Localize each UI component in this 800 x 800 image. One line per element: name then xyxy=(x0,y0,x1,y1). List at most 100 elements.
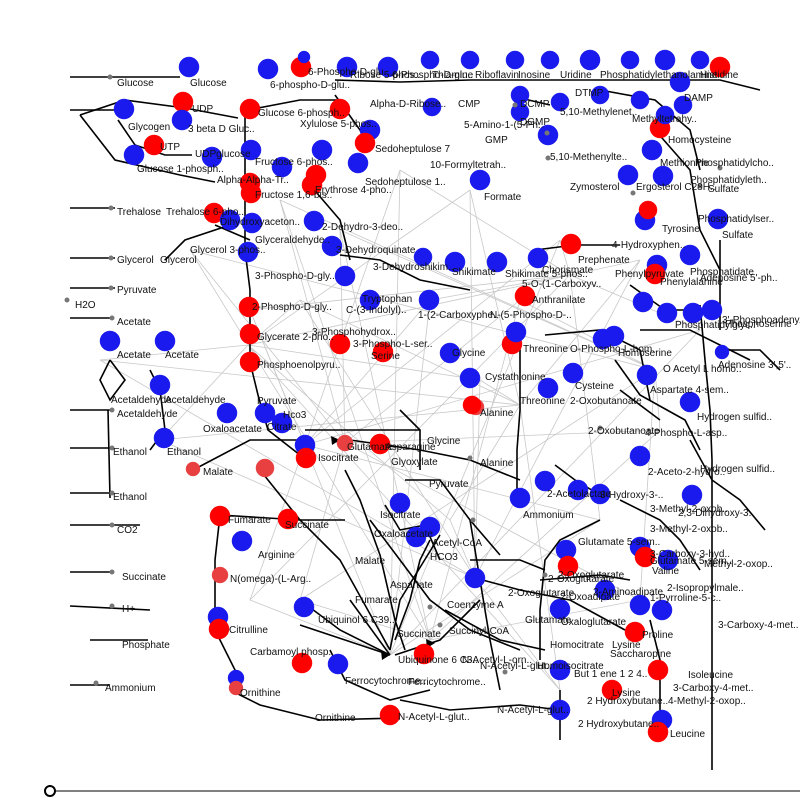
metabolite-node[interactable] xyxy=(654,49,676,71)
metabolite-node[interactable] xyxy=(271,412,293,434)
metabolite-node[interactable] xyxy=(336,56,358,78)
metabolite-node[interactable] xyxy=(657,549,679,571)
metabolite-node[interactable] xyxy=(459,367,481,389)
metabolite-node[interactable] xyxy=(321,235,343,257)
metabolite-node[interactable] xyxy=(444,251,466,273)
metabolite-node[interactable] xyxy=(413,247,433,267)
metabolite-node[interactable] xyxy=(171,109,193,131)
metabolite-node[interactable] xyxy=(379,704,401,726)
metabolite-node[interactable] xyxy=(707,208,729,230)
metabolite-node[interactable] xyxy=(679,244,701,266)
metabolite-node[interactable] xyxy=(579,49,601,71)
metabolite-node[interactable] xyxy=(420,50,440,70)
metabolite-node[interactable] xyxy=(527,247,549,269)
metabolite-node[interactable] xyxy=(486,251,508,273)
metabolite-node[interactable] xyxy=(549,699,571,721)
metabolite-node[interactable] xyxy=(377,56,399,78)
metabolite-node[interactable] xyxy=(701,299,723,321)
metabolite-node[interactable] xyxy=(301,174,323,196)
metabolite-node[interactable] xyxy=(560,233,582,255)
metabolite-node[interactable] xyxy=(681,484,703,506)
metabolite-node[interactable] xyxy=(336,434,354,452)
metabolite-node[interactable] xyxy=(537,377,559,399)
metabolite-node[interactable] xyxy=(534,470,556,492)
metabolite-node[interactable] xyxy=(647,721,669,743)
metabolite-node[interactable] xyxy=(143,134,165,156)
metabolite-node[interactable] xyxy=(557,555,579,577)
metabolite-node[interactable] xyxy=(255,458,275,478)
metabolite-node[interactable] xyxy=(624,621,646,643)
metabolite-node[interactable] xyxy=(647,659,669,681)
metabolite-node[interactable] xyxy=(418,289,440,311)
metabolite-node[interactable] xyxy=(149,374,171,396)
metabolite-node[interactable] xyxy=(714,344,730,360)
metabolite-node[interactable] xyxy=(413,643,435,665)
metabolite-node[interactable] xyxy=(439,342,461,364)
metabolite-node[interactable] xyxy=(655,105,675,125)
metabolite-node[interactable] xyxy=(113,98,135,120)
metabolite-node[interactable] xyxy=(238,296,260,318)
metabolite-node[interactable] xyxy=(505,321,527,343)
metabolite-node[interactable] xyxy=(216,402,238,424)
metabolite-node[interactable] xyxy=(419,516,441,538)
metabolite-node[interactable] xyxy=(354,132,376,154)
metabolite-node[interactable] xyxy=(359,289,381,311)
metabolite-node[interactable] xyxy=(329,333,351,355)
metabolite-node[interactable] xyxy=(509,487,531,509)
metabolite-node[interactable] xyxy=(629,445,651,467)
metabolite-node[interactable] xyxy=(303,210,325,232)
metabolite-node[interactable] xyxy=(99,330,121,352)
metabolite-node[interactable] xyxy=(241,212,263,234)
metabolite-node[interactable] xyxy=(254,402,276,424)
metabolite-node[interactable] xyxy=(620,50,640,70)
metabolite-node[interactable] xyxy=(311,139,333,161)
metabolite-node[interactable] xyxy=(239,323,261,345)
metabolite-node[interactable] xyxy=(295,447,317,469)
metabolite-node[interactable] xyxy=(690,50,710,70)
metabolite-node[interactable] xyxy=(656,302,678,324)
metabolite-node[interactable] xyxy=(271,156,293,178)
metabolite-node[interactable] xyxy=(257,58,279,80)
metabolite-node[interactable] xyxy=(590,85,610,105)
metabolite-node[interactable] xyxy=(629,594,651,616)
metabolite-node[interactable] xyxy=(123,144,145,166)
metabolite-node[interactable] xyxy=(208,618,230,640)
metabolite-node[interactable] xyxy=(514,285,536,307)
metabolite-node[interactable] xyxy=(334,265,356,287)
metabolite-node[interactable] xyxy=(673,95,693,115)
metabolite-node[interactable] xyxy=(505,50,525,70)
metabolite-node[interactable] xyxy=(589,483,611,505)
metabolite-node[interactable] xyxy=(540,50,560,70)
metabolite-node[interactable] xyxy=(240,182,262,204)
metabolite-node[interactable] xyxy=(601,679,623,701)
metabolite-node[interactable] xyxy=(277,508,299,530)
metabolite-node[interactable] xyxy=(297,50,311,64)
metabolite-node[interactable] xyxy=(239,98,261,120)
metabolite-node[interactable] xyxy=(549,659,571,681)
metabolite-node[interactable] xyxy=(422,97,442,117)
metabolite-node[interactable] xyxy=(636,364,658,386)
metabolite-node[interactable] xyxy=(219,209,241,231)
metabolite-node[interactable] xyxy=(464,567,486,589)
metabolite-node[interactable] xyxy=(154,330,176,352)
metabolite-node[interactable] xyxy=(634,546,656,568)
metabolite-node[interactable] xyxy=(372,341,394,363)
metabolite-node[interactable] xyxy=(510,102,530,122)
metabolite-node[interactable] xyxy=(652,165,674,187)
metabolite-node[interactable] xyxy=(327,653,349,675)
metabolite-node[interactable] xyxy=(291,652,313,674)
metabolite-node[interactable] xyxy=(460,50,480,70)
metabolite-node[interactable] xyxy=(630,90,650,110)
metabolite-node[interactable] xyxy=(405,526,427,548)
metabolite-node[interactable] xyxy=(231,530,253,552)
metabolite-node[interactable] xyxy=(603,325,625,347)
metabolite-node[interactable] xyxy=(347,152,369,174)
metabolite-node[interactable] xyxy=(567,479,589,501)
metabolite-node[interactable] xyxy=(638,200,658,220)
metabolite-node[interactable] xyxy=(632,291,654,313)
metabolite-node[interactable] xyxy=(237,241,259,263)
metabolite-node[interactable] xyxy=(329,98,351,120)
metabolite-node[interactable] xyxy=(209,505,231,527)
metabolite-node[interactable] xyxy=(549,598,571,620)
metabolite-node[interactable] xyxy=(641,139,663,161)
